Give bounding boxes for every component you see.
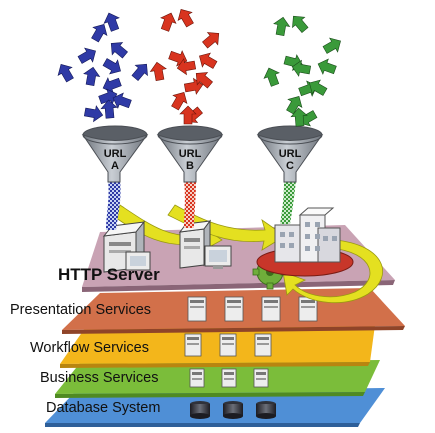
server-icon [219, 333, 237, 357]
server-icon [261, 296, 281, 322]
funnel-c-label-line1: URL [279, 148, 302, 160]
monitor-icon [204, 245, 232, 269]
layer-label-presentation: Presentation Services [10, 302, 151, 318]
building-icon [274, 207, 341, 263]
funnel-c [256, 125, 324, 183]
funnel-b-label-line1: URL [179, 148, 202, 160]
server-icon [253, 368, 269, 388]
layer-business-plate [55, 360, 380, 394]
layer-label-database: Database System [46, 400, 160, 416]
stream-a [106, 180, 121, 230]
disk-icon [190, 401, 210, 419]
funnel-b [156, 125, 224, 183]
funnel-c-label-line2: C [286, 160, 294, 172]
flow-arrow [282, 239, 384, 304]
streams [106, 180, 296, 230]
database-disks [190, 401, 276, 419]
presentation-servers [187, 296, 318, 322]
server-icon [187, 296, 207, 322]
server-icon [189, 368, 205, 388]
stream-c [280, 180, 296, 224]
layer-workflow [60, 325, 375, 368]
server-icon [221, 368, 237, 388]
server-tower-b [178, 219, 212, 269]
request-arrows-red [149, 9, 220, 125]
server-icon [184, 333, 202, 357]
server-icon [254, 333, 272, 357]
funnel-b-label-line2: B [186, 160, 194, 172]
server-icon [224, 296, 244, 322]
funnel-a-label-line2: A [111, 160, 119, 172]
http-server-label: HTTP Server [58, 265, 160, 284]
stream-b [184, 180, 196, 228]
request-arrows-blue [57, 12, 148, 123]
layer-label-business: Business Services [40, 370, 158, 386]
disk-icon [223, 401, 243, 419]
business-servers [189, 368, 269, 388]
layer-business [55, 360, 380, 398]
monitor-icon [125, 251, 151, 271]
disk-icon [256, 401, 276, 419]
workflow-servers [184, 333, 272, 357]
funnel-a [81, 125, 149, 183]
http-server-platform [82, 204, 395, 304]
server-icon [298, 296, 318, 322]
layer-label-workflow: Workflow Services [30, 340, 149, 356]
funnel-a-label-line1: URL [104, 148, 127, 160]
request-arrows-green [263, 15, 341, 127]
layer-workflow-plate [60, 325, 375, 364]
